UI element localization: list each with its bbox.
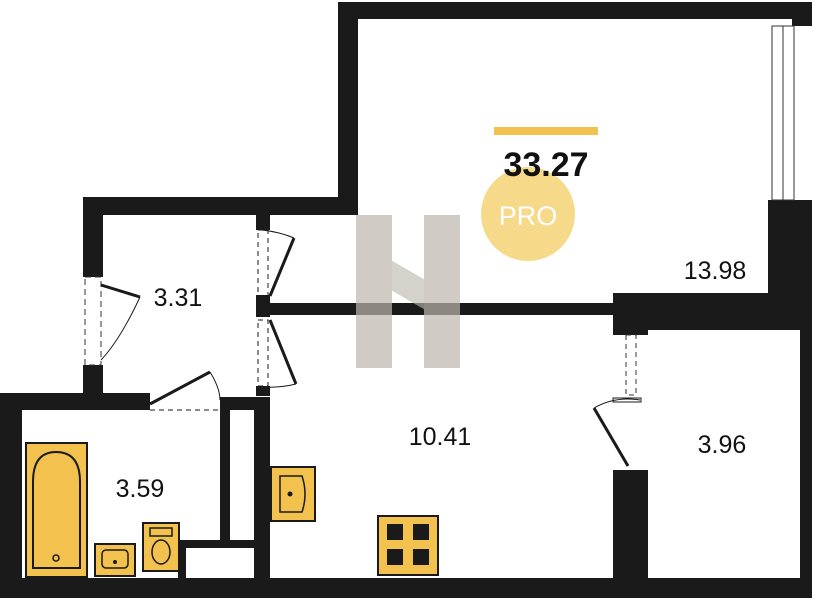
room-area-loggia: 3.96 xyxy=(698,431,747,459)
wall-kitchen-loggia-lower xyxy=(613,470,648,598)
wall-hall-left-lower xyxy=(83,365,103,395)
wall-living-right-upper xyxy=(792,2,812,26)
wall-hall-left-upper xyxy=(83,197,103,277)
wall-hall-top xyxy=(83,197,358,215)
h-logo-watermark xyxy=(356,215,460,368)
pro-badge-circle xyxy=(481,167,575,261)
room-area-living: 13.98 xyxy=(684,257,747,285)
bathtub-icon xyxy=(25,442,88,578)
total-area: 33.27 xyxy=(503,146,588,184)
door-leaf-loggia xyxy=(592,407,630,467)
doors xyxy=(100,229,642,467)
wall-shaft-bottom xyxy=(180,540,260,548)
room-area-kitchen: 10.41 xyxy=(409,423,472,451)
door-leaf-kitchen xyxy=(268,319,298,385)
wall-shaft-side xyxy=(178,540,186,580)
room-area-hallway: 3.31 xyxy=(154,284,203,312)
pro-badge: PRO xyxy=(499,201,558,231)
door-leaf-hall-window xyxy=(100,283,141,299)
wall-living-left xyxy=(338,2,358,215)
sink-icon xyxy=(270,466,316,522)
wall-shaft-right xyxy=(254,397,270,597)
door-leaf-bath xyxy=(149,370,211,406)
total-area-bar xyxy=(494,127,598,135)
windows xyxy=(84,25,795,396)
wall-bath-top-left xyxy=(0,393,150,410)
wall-hall-living-upper xyxy=(256,215,270,230)
wall-kitchen-loggia-upper xyxy=(613,315,648,335)
toilet-icon xyxy=(142,522,180,572)
window-hall xyxy=(84,276,102,366)
wall-shaft-left xyxy=(220,397,230,547)
wall-bottom xyxy=(0,578,812,598)
wall-bath-left xyxy=(0,393,22,598)
window-loggia xyxy=(625,334,637,396)
stove-icon xyxy=(377,515,439,576)
room-area-bathroom: 3.59 xyxy=(116,475,165,503)
door-leaf-living xyxy=(268,237,296,297)
wall-living-top xyxy=(338,2,812,19)
wall-loggia-right xyxy=(800,320,812,598)
wall-hall-living-lower xyxy=(256,386,270,396)
sink-icon xyxy=(94,543,136,577)
